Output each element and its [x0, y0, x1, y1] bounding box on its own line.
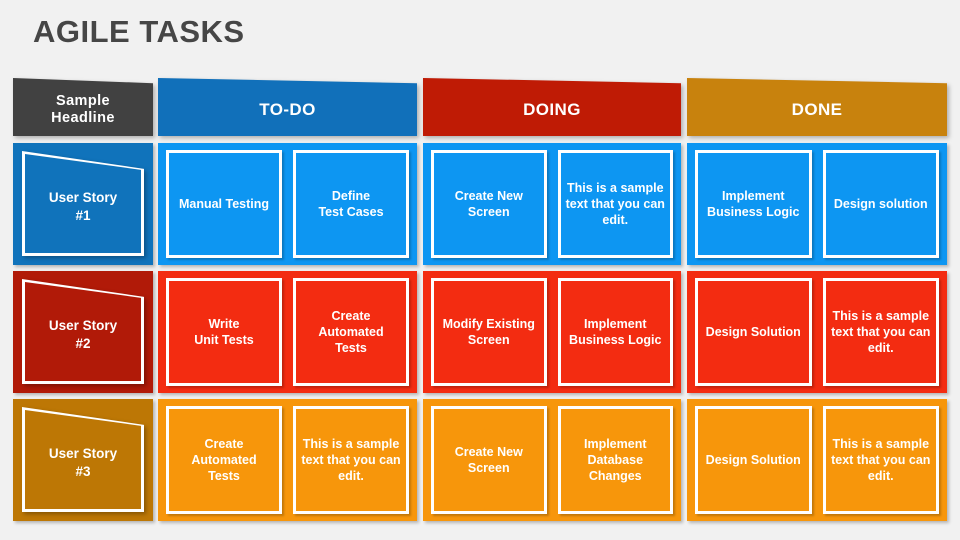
header-todo-label: TO-DO	[259, 99, 316, 119]
header-shape-label	[13, 78, 153, 136]
task-card[interactable]: Manual Testing	[166, 150, 282, 258]
page-title: AGILE TASKS	[33, 14, 245, 49]
task-card[interactable]: This is a sample text that you can edit.	[822, 406, 939, 514]
header-shape-doing	[423, 78, 681, 136]
task-card[interactable]: Design Solution	[695, 278, 812, 386]
user-story-label: User Story#2	[48, 318, 118, 351]
header-done-label: DONE	[791, 99, 843, 119]
header-done[interactable]: DONE	[687, 78, 947, 136]
header-doing[interactable]: DOING	[423, 78, 681, 136]
user-story-cell[interactable]: User Story#2	[13, 271, 153, 393]
header-shape-todo	[158, 78, 417, 136]
user-story-shape	[22, 279, 144, 384]
user-story-cell[interactable]: User Story#3	[13, 399, 153, 521]
task-card[interactable]: This is a sample text that you can edit.	[822, 278, 939, 386]
user-story-cell[interactable]: User Story#1	[13, 143, 153, 265]
header-shape-done	[687, 78, 947, 136]
task-card[interactable]: Design solution	[822, 150, 939, 258]
header-doing-label: DOING	[523, 99, 581, 119]
task-card[interactable]: Design Solution	[695, 406, 812, 514]
user-story-label: User Story#1	[48, 190, 118, 223]
user-story-shape	[22, 407, 144, 512]
user-story-shape	[22, 151, 144, 256]
task-card[interactable]: This is a sample text that you can edit.	[557, 150, 673, 258]
task-card[interactable]: This is a sample text that you can edit.	[293, 406, 409, 514]
user-story-label: User Story#3	[48, 446, 118, 479]
header-todo[interactable]: TO-DO	[158, 78, 417, 136]
